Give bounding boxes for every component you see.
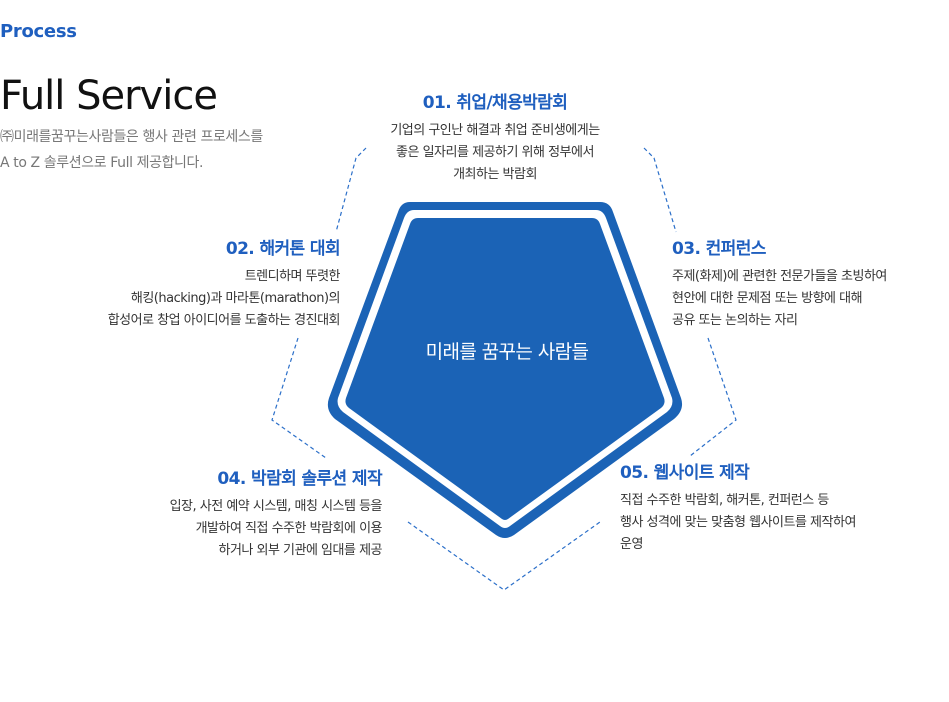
connector-top-right — [643, 147, 677, 233]
step-03-desc: 주제(화제)에 관련한 전문가들을 초빙하여 현안에 대한 문제점 또는 방향에… — [672, 266, 949, 332]
step-05-title: 05. 웹사이트 제작 — [620, 463, 750, 483]
intro-text: ㈜미래를꿈꾸는사람들은 행사 관련 프로세스를 A to Z 솔루션으로 Ful… — [0, 124, 320, 176]
step-04-desc: 입장, 사전 예약 시스템, 매칭 시스템 등을 개발하여 직접 수주한 박람회… — [20, 496, 383, 562]
step-02: 02. 해커톤 대회 트렌디하며 뚜렷한 해킹(hacking)과 마라톤(ma… — [20, 238, 341, 332]
step-03-line: 주제(화제)에 관련한 전문가들을 초빙하여 — [672, 269, 887, 284]
step-03-line: 현안에 대한 문제점 또는 방향에 대해 — [672, 291, 863, 306]
connector-bottom — [407, 521, 601, 591]
step-04-line: 개발하여 직접 수주한 박람회에 이용 — [195, 521, 383, 536]
section-eyebrow: Process — [0, 21, 77, 42]
step-01-line: 좋은 일자리를 제공하기 위해 정부에서 — [396, 145, 594, 160]
dashed-connectors — [271, 147, 737, 591]
connector-left — [271, 337, 327, 459]
intro-line-1: ㈜미래를꿈꾸는사람들은 행사 관련 프로세스를 — [0, 129, 263, 145]
step-01-line: 기업의 구인난 해결과 취업 준비생에게는 — [390, 123, 600, 138]
step-02-line: 해킹(hacking)과 마라톤(marathon)의 — [130, 291, 341, 306]
pentagon-core — [345, 218, 665, 520]
step-01-title: 01. 취업/채용박람회 — [422, 93, 568, 113]
step-03-line: 공유 또는 논의하는 자리 — [672, 313, 798, 328]
step-02-line: 트렌디하며 뚜렷한 — [244, 269, 341, 284]
step-01-desc: 기업의 구인난 해결과 취업 준비생에게는 좋은 일자리를 제공하기 위해 정부… — [330, 120, 660, 186]
step-01-line: 개최하는 박람회 — [453, 167, 537, 182]
step-04: 04. 박람회 솔루션 제작 입장, 사전 예약 시스템, 매칭 시스템 등을 … — [20, 468, 383, 562]
step-01: 01. 취업/채용박람회 기업의 구인난 해결과 취업 준비생에게는 좋은 일자… — [330, 92, 660, 186]
intro-line-2: A to Z 솔루션으로 Full 제공합니다. — [0, 155, 204, 171]
connector-right — [689, 337, 737, 457]
step-02-desc: 트렌디하며 뚜렷한 해킹(hacking)과 마라톤(marathon)의 합성… — [20, 266, 341, 332]
step-05-line: 운영 — [620, 537, 643, 552]
step-02-title: 02. 해커톤 대회 — [225, 239, 341, 259]
page-title: Full Service — [0, 73, 218, 119]
step-03: 03. 컨퍼런스 주제(화제)에 관련한 전문가들을 초빙하여 현안에 대한 문… — [672, 238, 949, 332]
center-label: 미래를 꿈꾸는 사람들 — [425, 341, 589, 363]
step-04-line: 입장, 사전 예약 시스템, 매칭 시스템 등을 — [169, 499, 383, 514]
step-04-line: 하거나 외부 기관에 임대를 제공 — [218, 543, 382, 558]
step-05-line: 직접 수주한 박람회, 해커톤, 컨퍼런스 등 — [620, 493, 829, 508]
step-03-title: 03. 컨퍼런스 — [672, 239, 766, 259]
step-04-title: 04. 박람회 솔루션 제작 — [217, 469, 382, 489]
step-05-desc: 직접 수주한 박람회, 해커톤, 컨퍼런스 등 행사 성격에 맞는 맞춤형 웹사… — [620, 490, 940, 556]
connector-top-left — [335, 147, 367, 233]
step-02-line: 합성어로 창업 아이디어를 도출하는 경진대회 — [107, 313, 341, 328]
step-05-line: 행사 성격에 맞는 맞춤형 웹사이트를 제작하여 — [620, 515, 856, 530]
step-05: 05. 웹사이트 제작 직접 수주한 박람회, 해커톤, 컨퍼런스 등 행사 성… — [620, 462, 940, 556]
